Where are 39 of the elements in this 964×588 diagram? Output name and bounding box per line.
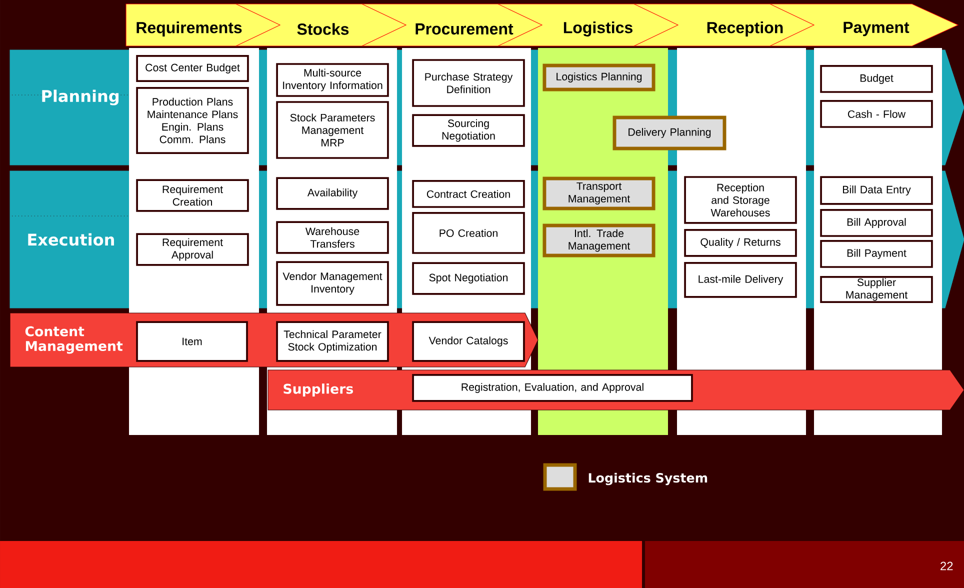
process-box: Cost Center Budget <box>136 55 249 82</box>
process-box: Production Plans Maintenance Plans Engin. Plans Comm. Plans <box>136 87 249 154</box>
logistics-system-box: Delivery Planning <box>612 116 726 150</box>
process-box: Item <box>136 321 248 362</box>
stage-heading: Reception <box>707 22 783 36</box>
process-box: Contract Creation <box>412 180 525 208</box>
process-box: Technical Parameter Stock Optimization <box>276 321 389 362</box>
legend-label: Logistics System <box>588 472 708 486</box>
process-box: Bill Approval <box>820 209 933 237</box>
process-box: Availability <box>276 177 389 210</box>
process-box: Warehouse Transfers <box>276 221 389 254</box>
stage-heading: Logistics <box>564 22 632 36</box>
process-box: Requirement Approval <box>136 233 249 266</box>
process-box: Vendor Management Inventory <box>276 261 389 306</box>
logistics-system-box: Transport Management <box>542 176 656 210</box>
logistics-system-box: Logistics Planning <box>542 64 656 92</box>
process-box: Multi-source Inventory Information <box>276 63 389 97</box>
process-box: Cash - Flow <box>820 100 933 128</box>
process-box: Last-mile Delivery <box>684 262 797 298</box>
process-box: Registration, Evaluation, and Approval <box>412 374 693 402</box>
process-box: PO Creation <box>412 212 525 254</box>
stage-heading: Procurement <box>416 23 514 35</box>
stage-heading: Requirements <box>136 22 242 36</box>
page-number: 22 <box>940 562 953 570</box>
process-box: Vendor Catalogs <box>412 321 525 362</box>
logistics-system-box: Intl. Trade Management <box>542 224 656 258</box>
process-box: Spot Negotiation <box>412 262 525 295</box>
process-box: Sourcing Negotiation <box>412 114 525 147</box>
process-box: Bill Payment <box>820 240 933 268</box>
process-box: Requirement Creation <box>136 179 249 212</box>
process-box: Quality / Returns <box>684 229 797 257</box>
process-box: Stock Parameters Management MRP <box>276 101 389 159</box>
process-box: Supplier Management <box>820 276 933 303</box>
process-box: Purchase Strategy Definition <box>412 59 525 107</box>
process-box: Bill Data Entry <box>820 176 933 205</box>
process-box: Reception and Storage Warehouses <box>684 176 797 224</box>
process-box: Budget <box>820 65 933 93</box>
stage-heading: Stocks <box>297 23 349 35</box>
stage-heading: Payment <box>844 22 910 36</box>
